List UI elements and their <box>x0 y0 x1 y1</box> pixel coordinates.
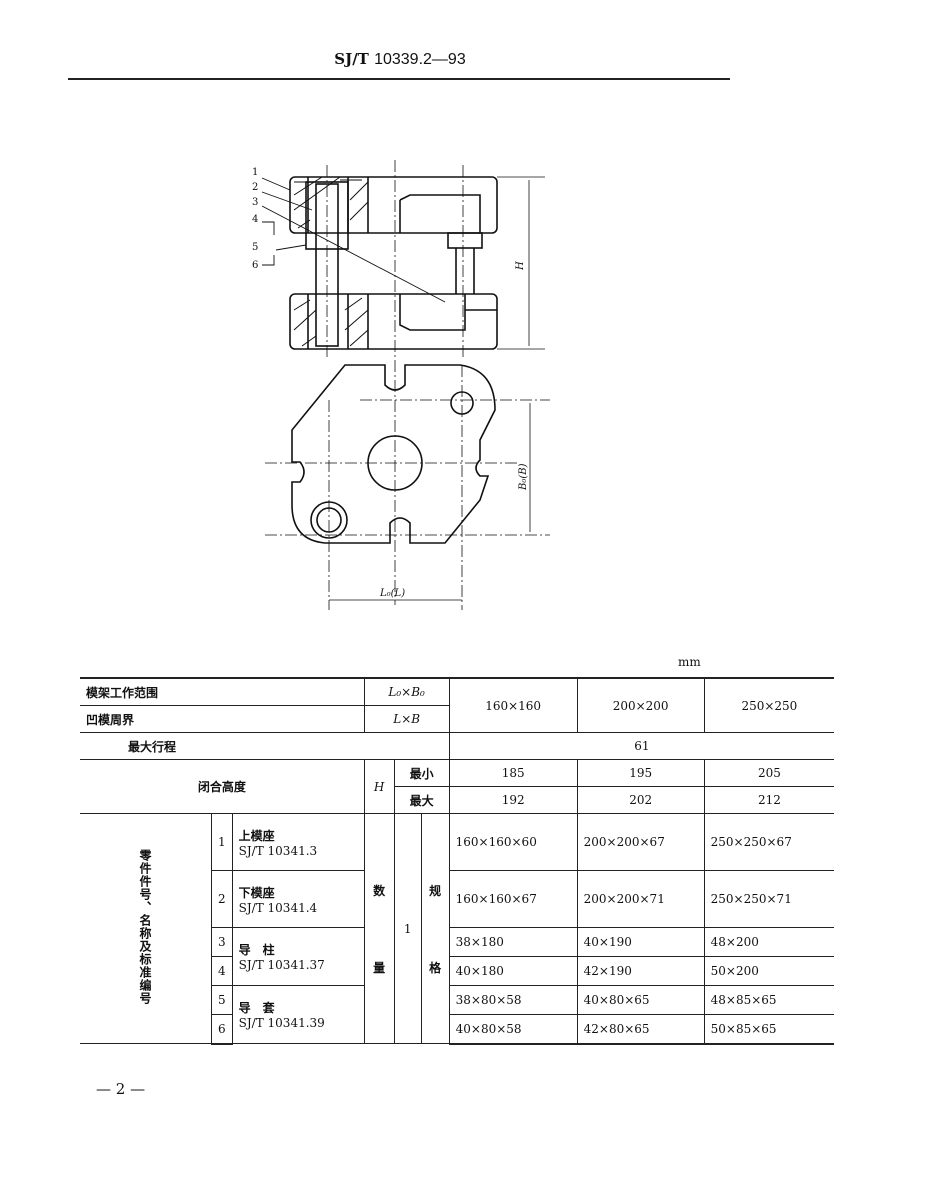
max-stroke-label: 最大行程 <box>80 732 450 760</box>
closed-min-3: 205 <box>703 759 835 787</box>
spec-cell: 40×180 <box>448 956 578 986</box>
spec-cell: 160×160×67 <box>448 870 578 928</box>
spec-cell: 50×200 <box>703 956 835 986</box>
spec-cell: 40×80×58 <box>448 1014 578 1045</box>
part-no: 3 <box>211 927 233 957</box>
size-1: 160×160 <box>448 677 578 733</box>
work-range-label: 模架工作范围 <box>80 677 365 706</box>
part-no: 1 <box>211 813 233 871</box>
header-rule <box>68 78 730 80</box>
part-no: 5 <box>211 985 233 1015</box>
size-2: 200×200 <box>576 677 705 733</box>
svg-text:4: 4 <box>252 214 258 225</box>
die-set-spec-table: 模架工作范围 L₀×B₀ 160×160 200×200 250×250 凹模周… <box>80 677 835 1045</box>
closed-height-label: 闭合高度 <box>80 759 365 814</box>
quantity-label: 数量 <box>363 813 395 1044</box>
svg-text:3: 3 <box>252 197 258 208</box>
parts-group-label: 零件件号、名称及标准编号 <box>80 813 212 1044</box>
spec-cell: 42×190 <box>576 956 705 986</box>
die-perimeter-label: 凹模周界 <box>80 705 365 733</box>
max-stroke-value: 61 <box>448 732 835 760</box>
size-3: 250×250 <box>703 677 835 733</box>
max-label: 最大 <box>393 786 450 814</box>
svg-text:B₀(B): B₀(B) <box>518 463 529 491</box>
svg-text:2: 2 <box>252 182 258 193</box>
spec-cell: 42×80×65 <box>576 1014 705 1045</box>
closed-min-1: 185 <box>448 759 578 787</box>
part-no: 2 <box>211 870 233 928</box>
svg-text:H: H <box>515 261 526 271</box>
min-label: 最小 <box>393 759 450 787</box>
part-no: 4 <box>211 956 233 986</box>
work-range-symbol: L₀×B₀ <box>363 677 450 706</box>
die-set-drawing: 1 2 3 4 5 6 L₀(L) H B₀(B) <box>250 160 550 614</box>
closed-max-2: 202 <box>576 786 705 814</box>
unit-label: mm <box>678 655 701 669</box>
svg-text:1: 1 <box>252 167 258 178</box>
spec-cell: 250×250×71 <box>703 870 835 928</box>
closed-max-3: 212 <box>703 786 835 814</box>
spec-cell: 250×250×67 <box>703 813 835 871</box>
spec-cell: 38×180 <box>448 927 578 957</box>
standard-header: SJ/T 10339.2—93 <box>0 50 800 69</box>
std-number: 10339.2—93 <box>374 51 466 68</box>
closed-height-symbol: H <box>363 759 395 814</box>
die-perimeter-symbol: L×B <box>363 705 450 733</box>
quantity-value: 1 <box>393 813 422 1044</box>
svg-text:6: 6 <box>252 260 258 271</box>
svg-text:5: 5 <box>252 242 258 253</box>
spec-cell: 48×85×65 <box>703 985 835 1015</box>
part-no: 6 <box>211 1014 233 1045</box>
page-number: — 2 — <box>96 1080 146 1098</box>
std-prefix: SJ/T <box>334 50 369 68</box>
spec-cell: 48×200 <box>703 927 835 957</box>
spec-cell: 50×85×65 <box>703 1014 835 1045</box>
spec-cell: 38×80×58 <box>448 985 578 1015</box>
spec-cell: 200×200×71 <box>576 870 705 928</box>
spec-cell: 160×160×60 <box>448 813 578 871</box>
closed-min-2: 195 <box>576 759 705 787</box>
spec-cell: 200×200×67 <box>576 813 705 871</box>
spec-label: 规格 <box>420 813 450 1044</box>
closed-max-1: 192 <box>448 786 578 814</box>
spec-cell: 40×80×65 <box>576 985 705 1015</box>
svg-text:L₀(L): L₀(L) <box>379 588 405 599</box>
spec-cell: 40×190 <box>576 927 705 957</box>
